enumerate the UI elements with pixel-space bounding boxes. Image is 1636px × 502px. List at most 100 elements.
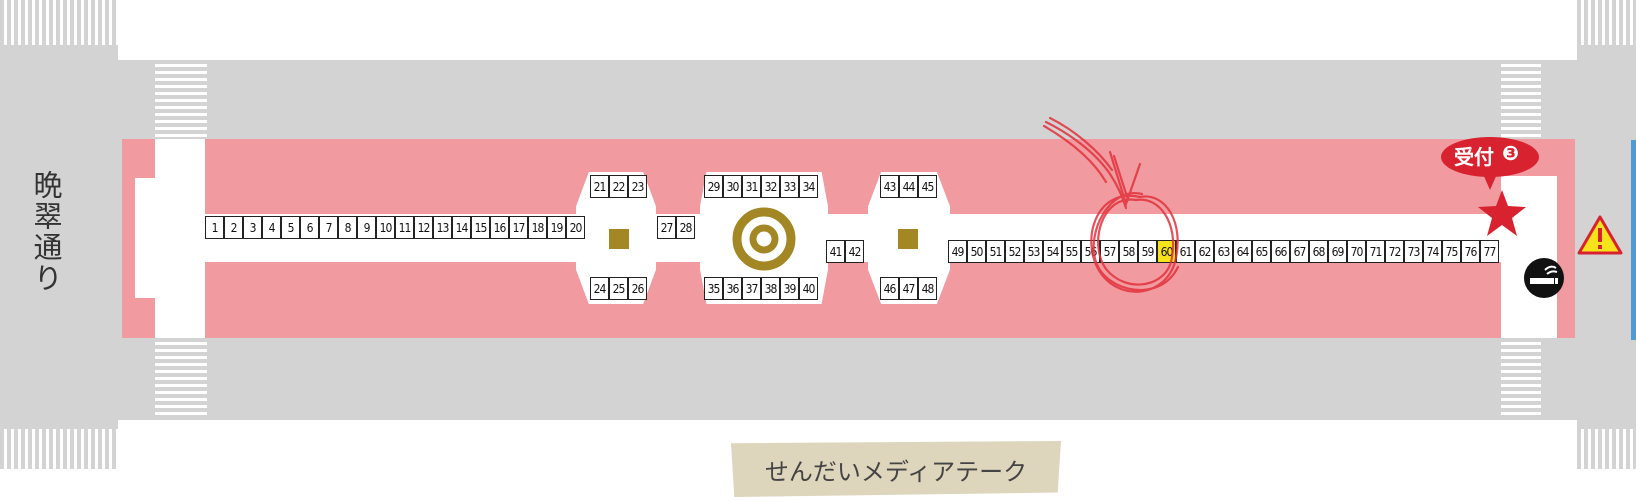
crosswalk-east-bottom xyxy=(1501,338,1541,418)
plaza-marker-3 xyxy=(898,229,918,249)
booth-5: 5 xyxy=(281,216,300,239)
booth-68: 68 xyxy=(1309,240,1328,263)
crosswalk-west-top xyxy=(155,60,207,140)
booth-64: 64 xyxy=(1233,240,1252,263)
booth-71: 71 xyxy=(1366,240,1385,263)
booth-14: 14 xyxy=(452,216,471,239)
plaza-marker-1 xyxy=(609,229,629,249)
booth-25: 25 xyxy=(609,277,628,300)
crosswalk-east-top xyxy=(1501,60,1541,140)
booth-36: 36 xyxy=(723,277,742,300)
booth-65: 65 xyxy=(1252,240,1271,263)
crosswalk-sw xyxy=(0,429,118,469)
booth-37: 37 xyxy=(742,277,761,300)
booth-58: 58 xyxy=(1119,240,1138,263)
booth-76: 76 xyxy=(1461,240,1480,263)
target-icon xyxy=(732,207,796,271)
booth-2: 2 xyxy=(224,216,243,239)
booth-28: 28 xyxy=(676,216,695,239)
crosswalk-west-bottom xyxy=(155,338,207,418)
booth-9: 9 xyxy=(357,216,376,239)
booth-41: 41 xyxy=(826,240,845,263)
booth-66: 66 xyxy=(1271,240,1290,263)
booth-35: 35 xyxy=(704,277,723,300)
reception-label: 受付 xyxy=(1454,145,1494,169)
booth-17: 17 xyxy=(509,216,528,239)
crosswalk-nw xyxy=(0,0,118,45)
booth-32: 32 xyxy=(761,175,780,198)
crosswalk-se xyxy=(1577,429,1636,469)
booth-50: 50 xyxy=(967,240,986,263)
booth-47: 47 xyxy=(899,277,918,300)
hand-drawn-circle-annotation xyxy=(1042,116,1180,293)
booth-38: 38 xyxy=(761,277,780,300)
booth-1: 1 xyxy=(205,216,224,239)
building-label: せんだいメディアテーク xyxy=(731,441,1061,497)
booth-59: 59 xyxy=(1138,240,1157,263)
booth-72: 72 xyxy=(1385,240,1404,263)
booth-49: 49 xyxy=(948,240,967,263)
smoking-area-icon xyxy=(1524,258,1564,298)
booth-51: 51 xyxy=(986,240,1005,263)
street-name: 晩翠通り xyxy=(29,170,63,294)
booth-34: 34 xyxy=(799,175,818,198)
booth-21: 21 xyxy=(590,175,609,198)
booth-46: 46 xyxy=(880,277,899,300)
booth-22: 22 xyxy=(609,175,628,198)
booth-15: 15 xyxy=(471,216,490,239)
booth-63: 63 xyxy=(1214,240,1233,263)
booth-10: 10 xyxy=(376,216,395,239)
reception-badge: 受付 ❸ xyxy=(1440,136,1540,190)
booth-33: 33 xyxy=(780,175,799,198)
booth-43: 43 xyxy=(880,175,899,198)
building-edge-line xyxy=(1631,140,1636,340)
booth-77: 77 xyxy=(1480,240,1499,263)
booth-67: 67 xyxy=(1290,240,1309,263)
booth-19: 19 xyxy=(547,216,566,239)
booth-73: 73 xyxy=(1404,240,1423,263)
booth-44: 44 xyxy=(899,175,918,198)
booth-53: 53 xyxy=(1024,240,1043,263)
booth-20: 20 xyxy=(566,216,585,239)
reception-number: ❸ xyxy=(1502,141,1519,165)
booth-52: 52 xyxy=(1005,240,1024,263)
walkway-west-notch xyxy=(135,178,160,298)
booth-55: 55 xyxy=(1062,240,1081,263)
booth-74: 74 xyxy=(1423,240,1442,263)
booth-42: 42 xyxy=(845,240,864,263)
booth-18: 18 xyxy=(528,216,547,239)
booth-12: 12 xyxy=(414,216,433,239)
booth-57: 57 xyxy=(1100,240,1119,263)
walkway-west xyxy=(155,139,205,338)
road-west xyxy=(0,45,118,429)
booth-30: 30 xyxy=(723,175,742,198)
booth-48: 48 xyxy=(918,277,937,300)
booth-11: 11 xyxy=(395,216,414,239)
booth-62: 62 xyxy=(1195,240,1214,263)
booth-4: 4 xyxy=(262,216,281,239)
booth-54: 54 xyxy=(1043,240,1062,263)
booth-24: 24 xyxy=(590,277,609,300)
booth-31: 31 xyxy=(742,175,761,198)
walkway-east xyxy=(1501,176,1557,338)
booth-26: 26 xyxy=(628,277,647,300)
booth-8: 8 xyxy=(338,216,357,239)
star-icon xyxy=(1478,190,1526,236)
booth-3: 3 xyxy=(243,216,262,239)
booth-6: 6 xyxy=(300,216,319,239)
warning-icon xyxy=(1577,215,1623,255)
crosswalk-ne xyxy=(1577,0,1636,45)
booth-45: 45 xyxy=(918,175,937,198)
booth-27: 27 xyxy=(657,216,676,239)
booth-7: 7 xyxy=(319,216,338,239)
booth-13: 13 xyxy=(433,216,452,239)
booth-69: 69 xyxy=(1328,240,1347,263)
booth-40: 40 xyxy=(799,277,818,300)
booth-23: 23 xyxy=(628,175,647,198)
booth-70: 70 xyxy=(1347,240,1366,263)
booth-29: 29 xyxy=(704,175,723,198)
booth-75: 75 xyxy=(1442,240,1461,263)
booth-16: 16 xyxy=(490,216,509,239)
booth-39: 39 xyxy=(780,277,799,300)
